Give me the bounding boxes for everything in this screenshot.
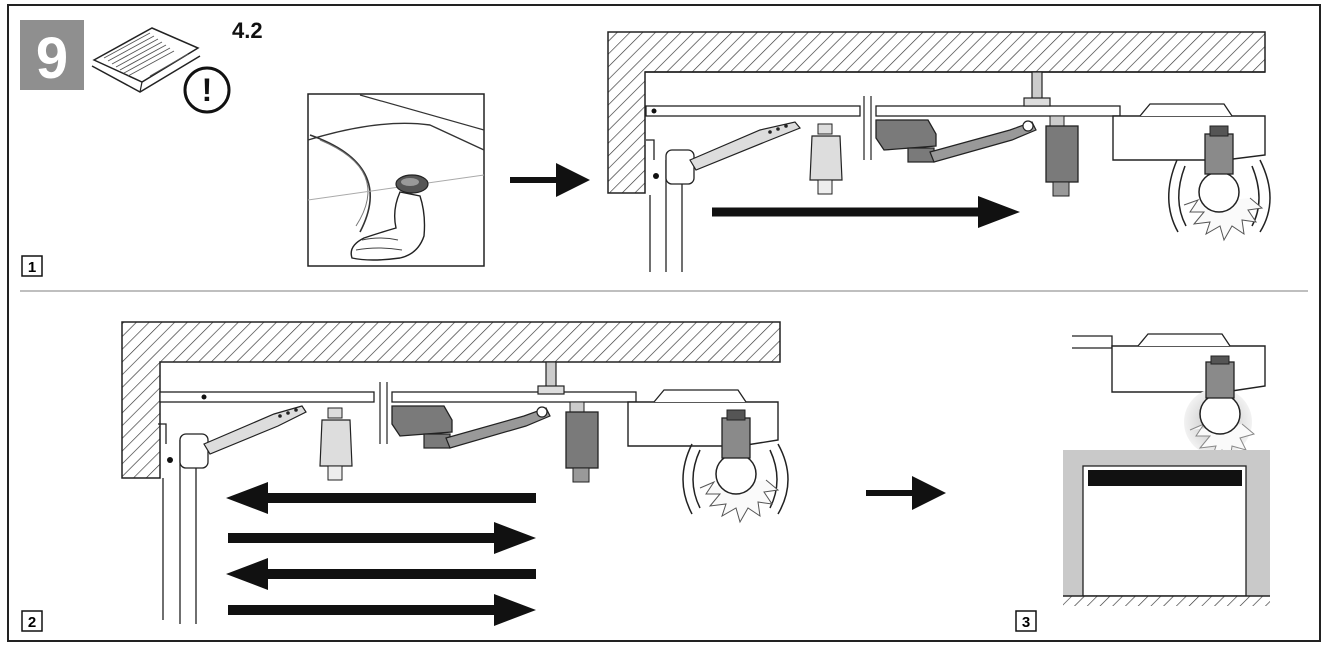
door-panel-1 — [646, 139, 695, 272]
garage-door-icon — [1063, 450, 1270, 606]
rail-2 — [159, 382, 637, 444]
next-step-arrow — [510, 163, 590, 197]
tension-unit-1 — [1045, 115, 1079, 197]
svg-text:2: 2 — [28, 614, 36, 631]
door-panel-2 — [158, 423, 209, 624]
ceiling-wall-1 — [607, 31, 1266, 194]
ceiling-bracket-2 — [537, 361, 565, 395]
light-bulb-icon — [682, 409, 789, 524]
motor-unit-3 — [1072, 333, 1266, 393]
manual-book-icon — [91, 27, 201, 93]
svg-text:3: 3 — [1022, 614, 1030, 631]
panel-label-1: 1 — [21, 255, 43, 277]
svg-text:!: ! — [202, 72, 213, 108]
arrow-right-icon — [494, 522, 536, 554]
door-arm-1 — [689, 121, 801, 171]
light-bulb-icon — [1168, 125, 1271, 242]
panel-label-2: 2 — [21, 610, 43, 632]
step-number: 9 — [36, 26, 68, 91]
next-step-arrow-2 — [866, 476, 946, 510]
svg-text:1: 1 — [28, 259, 36, 276]
panel-label-3: 3 — [1015, 610, 1037, 632]
spring-mount-1 — [809, 123, 843, 195]
carriage-2 — [391, 405, 551, 449]
carriage-1 — [875, 119, 1037, 163]
exclamation-icon: ! — [183, 66, 231, 114]
arrow-left-icon — [226, 558, 268, 590]
ceiling-bracket-1 — [1023, 71, 1051, 107]
outer-frame — [7, 4, 1321, 642]
finger-icon — [350, 191, 426, 261]
manual-section-ref: 4.2 — [232, 18, 263, 43]
ceiling-wall-2 — [121, 321, 781, 479]
spring-mount-2 — [319, 407, 353, 481]
step-badge: 9 — [20, 20, 84, 91]
arrow-left-icon — [226, 482, 268, 514]
tension-unit-2 — [565, 401, 599, 483]
motor-unit-2 — [627, 389, 779, 447]
light-bulb-icon — [1184, 355, 1256, 462]
motor-unit-1 — [1112, 103, 1266, 161]
travel-arrows — [226, 482, 536, 626]
rail-1 — [645, 96, 1121, 160]
button-press-inset — [307, 93, 485, 267]
door-arm-2 — [203, 405, 307, 455]
motor-housing-curve — [309, 134, 371, 233]
arrow-right-icon — [494, 594, 536, 626]
